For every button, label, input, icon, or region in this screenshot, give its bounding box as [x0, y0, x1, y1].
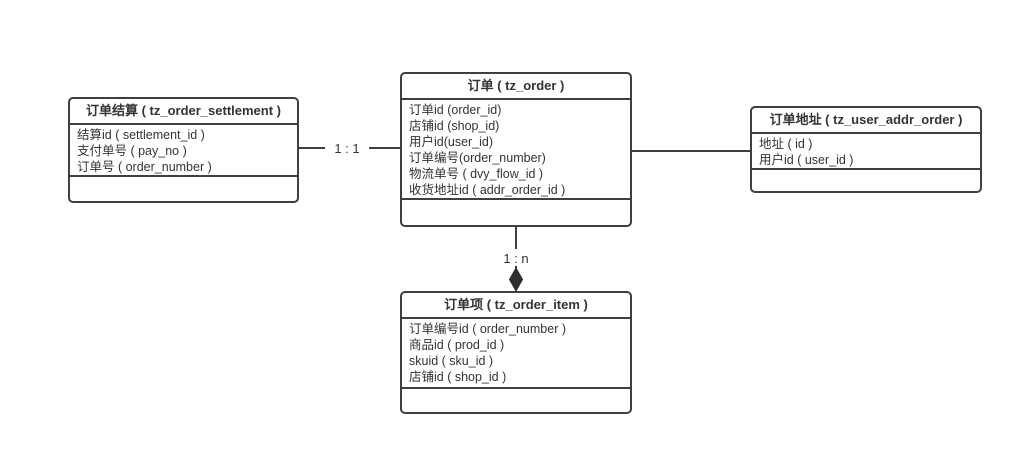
composition-diamond-icon: [508, 266, 524, 293]
entity-fields: 订单id (order_id) 店铺id (shop_id) 用户id(user_i…: [402, 100, 630, 200]
entity-field: skuid ( sku_id ): [409, 354, 494, 368]
entity-field: 订单id (order_id): [409, 103, 502, 117]
entity-fields: 订单编号id ( order_number ) 商品id ( prod_id ) s…: [402, 319, 630, 389]
entity-title: 订单结算 ( tz_order_settlement ): [70, 99, 297, 125]
entity-order-settlement: 订单结算 ( tz_order_settlement ) 结算id ( sett…: [68, 97, 299, 203]
entity-order: 订单 ( tz_order ) 订单id (order_id) 店铺id (sho…: [400, 72, 632, 227]
entity-field: 商品id ( prod_id ): [409, 338, 505, 352]
entity-footer: [70, 177, 297, 201]
entity-title: 订单地址 ( tz_user_addr_order ): [752, 108, 980, 134]
entity-field: 用户id(user_id): [409, 135, 494, 149]
entity-user-addr-order: 订单地址 ( tz_user_addr_order ) 地址 ( id ) 用户i…: [750, 106, 982, 193]
entity-field: 店铺id ( shop_id ): [409, 370, 507, 384]
entity-field: 支付单号 ( pay_no ): [77, 144, 187, 158]
entity-footer: [402, 200, 630, 225]
entity-field: 物流单号 ( dvy_flow_id ): [409, 167, 544, 181]
entity-fields: 地址 ( id ) 用户id ( user_id ): [752, 134, 980, 170]
entity-order-item: 订单项 ( tz_order_item ) 订单编号id ( order_num…: [400, 291, 632, 414]
entity-field: 地址 ( id ): [759, 137, 813, 151]
entity-field: 订单编号(order_number): [409, 151, 546, 165]
relation-label-settlement-order: 1 : 1: [334, 141, 359, 156]
entity-fields: 结算id ( settlement_id ) 支付单号 ( pay_no ) 订单号…: [70, 125, 297, 177]
entity-field: 用户id ( user_id ): [759, 153, 854, 167]
entity-field: 店铺id (shop_id): [409, 119, 500, 133]
entity-title: 订单 ( tz_order ): [402, 74, 630, 100]
entity-footer: [752, 170, 980, 191]
entity-field: 订单编号id ( order_number ): [409, 322, 566, 336]
relation-label-background: [494, 249, 538, 266]
entity-title: 订单项 ( tz_order_item ): [402, 293, 630, 319]
relation-label-order-item: 1 : n: [503, 251, 528, 266]
entity-footer: [402, 389, 630, 412]
entity-field: 收货地址id ( addr_order_id ): [409, 183, 566, 197]
relation-label-background: [325, 140, 369, 156]
entity-field: 订单号 ( order_number ): [77, 160, 212, 174]
entity-field: 结算id ( settlement_id ): [77, 128, 205, 142]
